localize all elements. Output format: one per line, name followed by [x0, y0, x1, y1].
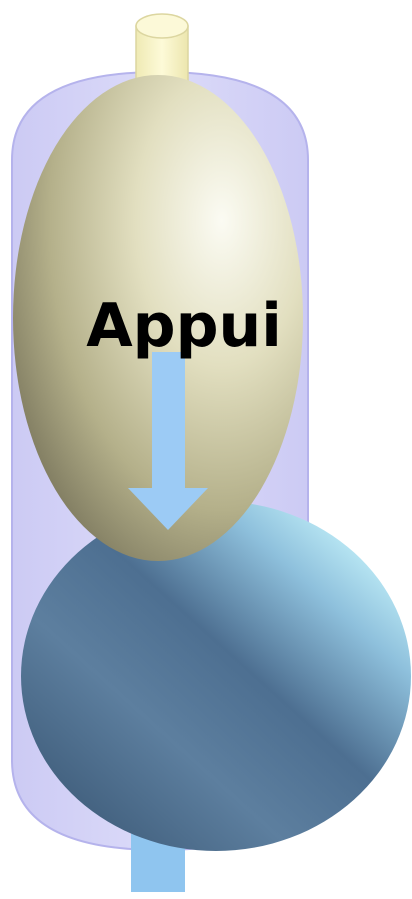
- upper-ellipsoid: [13, 75, 303, 561]
- down-arrow-icon: [128, 352, 208, 530]
- appui-label: Appui: [86, 291, 282, 361]
- lower-sphere: [21, 501, 411, 851]
